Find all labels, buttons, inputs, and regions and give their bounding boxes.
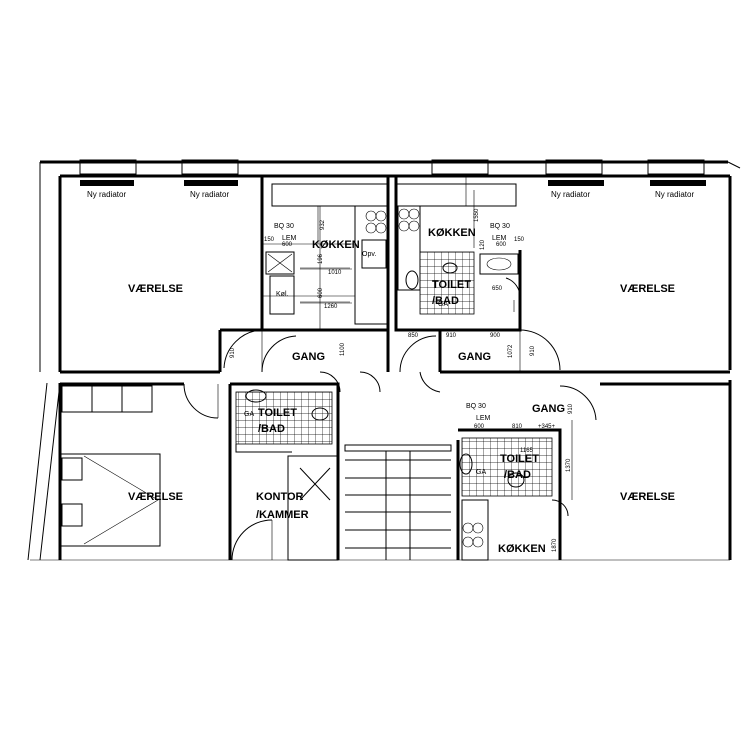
bathroom-right	[405, 251, 521, 315]
room-label-vaerelse-top-left: VÆRELSE	[128, 283, 183, 295]
room-label-kontor: KONTOR	[256, 491, 304, 503]
dimension-label: 600	[474, 424, 485, 430]
dimension-label: 900	[490, 333, 501, 339]
bedroom-left-furniture	[59, 385, 161, 547]
fixture-label-ga-c: GA	[476, 469, 486, 476]
dimension-label: 1010	[328, 270, 342, 276]
hall-left	[183, 328, 381, 419]
fixture-label-bq-bottom: BQ 30	[466, 403, 486, 410]
room-label-vaerelse-bottom-right: VÆRELSE	[620, 491, 675, 503]
radiator-label: Ny radiator	[655, 190, 694, 199]
fixture-label-ga-a: GA	[438, 301, 448, 308]
bathroom-bottom	[458, 428, 569, 561]
bathroom-left	[228, 382, 340, 560]
room-label-toilet-bottom: TOILET	[500, 453, 539, 465]
dimension-label: +345+	[538, 424, 556, 430]
dimension-label: 910	[230, 347, 236, 358]
fixture-label-kol: Køl.	[276, 291, 289, 298]
room-label-bad-left: /BAD	[258, 423, 285, 435]
radiator-2: Ny radiator	[184, 180, 238, 199]
dimension-lines	[300, 190, 573, 500]
room-label-vaerelse-bottom-left: VÆRELSE	[128, 491, 183, 503]
dimension-label: 810	[512, 424, 523, 430]
dimension-label: 910	[568, 403, 574, 414]
radiator-label: Ny radiator	[190, 190, 229, 199]
dimension-label: 600	[496, 242, 507, 248]
radiator-4: Ny radiator	[650, 180, 706, 199]
fixture-label-opv: Opv.	[362, 251, 376, 258]
room-label-bad-bottom: /BAD	[504, 469, 531, 481]
dimension-label: 120	[480, 239, 486, 250]
room-label-kokken-bottom: KØKKEN	[498, 543, 546, 555]
dimension-label: 850	[408, 333, 419, 339]
dimension-label: 1550	[474, 208, 480, 222]
fixture-label-bq-left: BQ 30	[274, 223, 294, 230]
dimension-label: 932	[320, 219, 326, 230]
room-label-bad-right: /BAD	[432, 295, 459, 307]
room-label-gang-bottom: GANG	[532, 403, 565, 415]
radiator-label: Ny radiator	[87, 190, 126, 199]
room-label-vaerelse-top-right: VÆRELSE	[620, 283, 675, 295]
room-label-toilet-left: TOILET	[258, 407, 297, 419]
dimension-label: 1165	[520, 448, 534, 454]
dimension-label: 196	[318, 253, 324, 264]
office-room	[231, 455, 339, 561]
dimension-label: 910	[446, 333, 457, 339]
dimension-label: 600	[282, 242, 293, 248]
dimension-label: 600	[318, 287, 324, 298]
fixture-label-ga-b: GA	[244, 411, 254, 418]
room-label-gang-right: GANG	[458, 351, 491, 363]
dimension-label: 1072	[508, 344, 514, 358]
fixture-label-lem-bottom: LEM	[476, 415, 491, 422]
dimension-label: 1260	[324, 304, 338, 310]
room-label-toilet-right: TOILET	[432, 279, 471, 291]
fixture-label-bq-right: BQ 30	[490, 223, 510, 230]
dimension-label: 650	[492, 286, 503, 292]
facade-top	[39, 159, 741, 178]
fixture-label-lem-left: LEM	[282, 235, 297, 242]
dimension-label: 1370	[566, 458, 572, 472]
room-label-kammer: /KAMMER	[256, 509, 309, 521]
fixture-label-lem-right: LEM	[492, 235, 507, 242]
room-label-kokken-left: KØKKEN	[312, 239, 360, 251]
stairwell	[336, 440, 460, 560]
dimension-label: 1100	[340, 342, 346, 356]
kitchen-left	[260, 176, 390, 372]
radiator-1: Ny radiator	[80, 180, 134, 199]
dimension-label: 150	[264, 237, 275, 243]
radiator-3: Ny radiator	[548, 180, 604, 199]
dimension-label: 910	[530, 345, 536, 356]
radiator-label: Ny radiator	[551, 190, 590, 199]
room-label-kokken-right: KØKKEN	[428, 227, 476, 239]
hall-right	[399, 329, 597, 421]
room-label-gang-left: GANG	[292, 351, 325, 363]
dimension-label: 1870	[552, 538, 558, 552]
dimension-label: 150	[514, 237, 525, 243]
